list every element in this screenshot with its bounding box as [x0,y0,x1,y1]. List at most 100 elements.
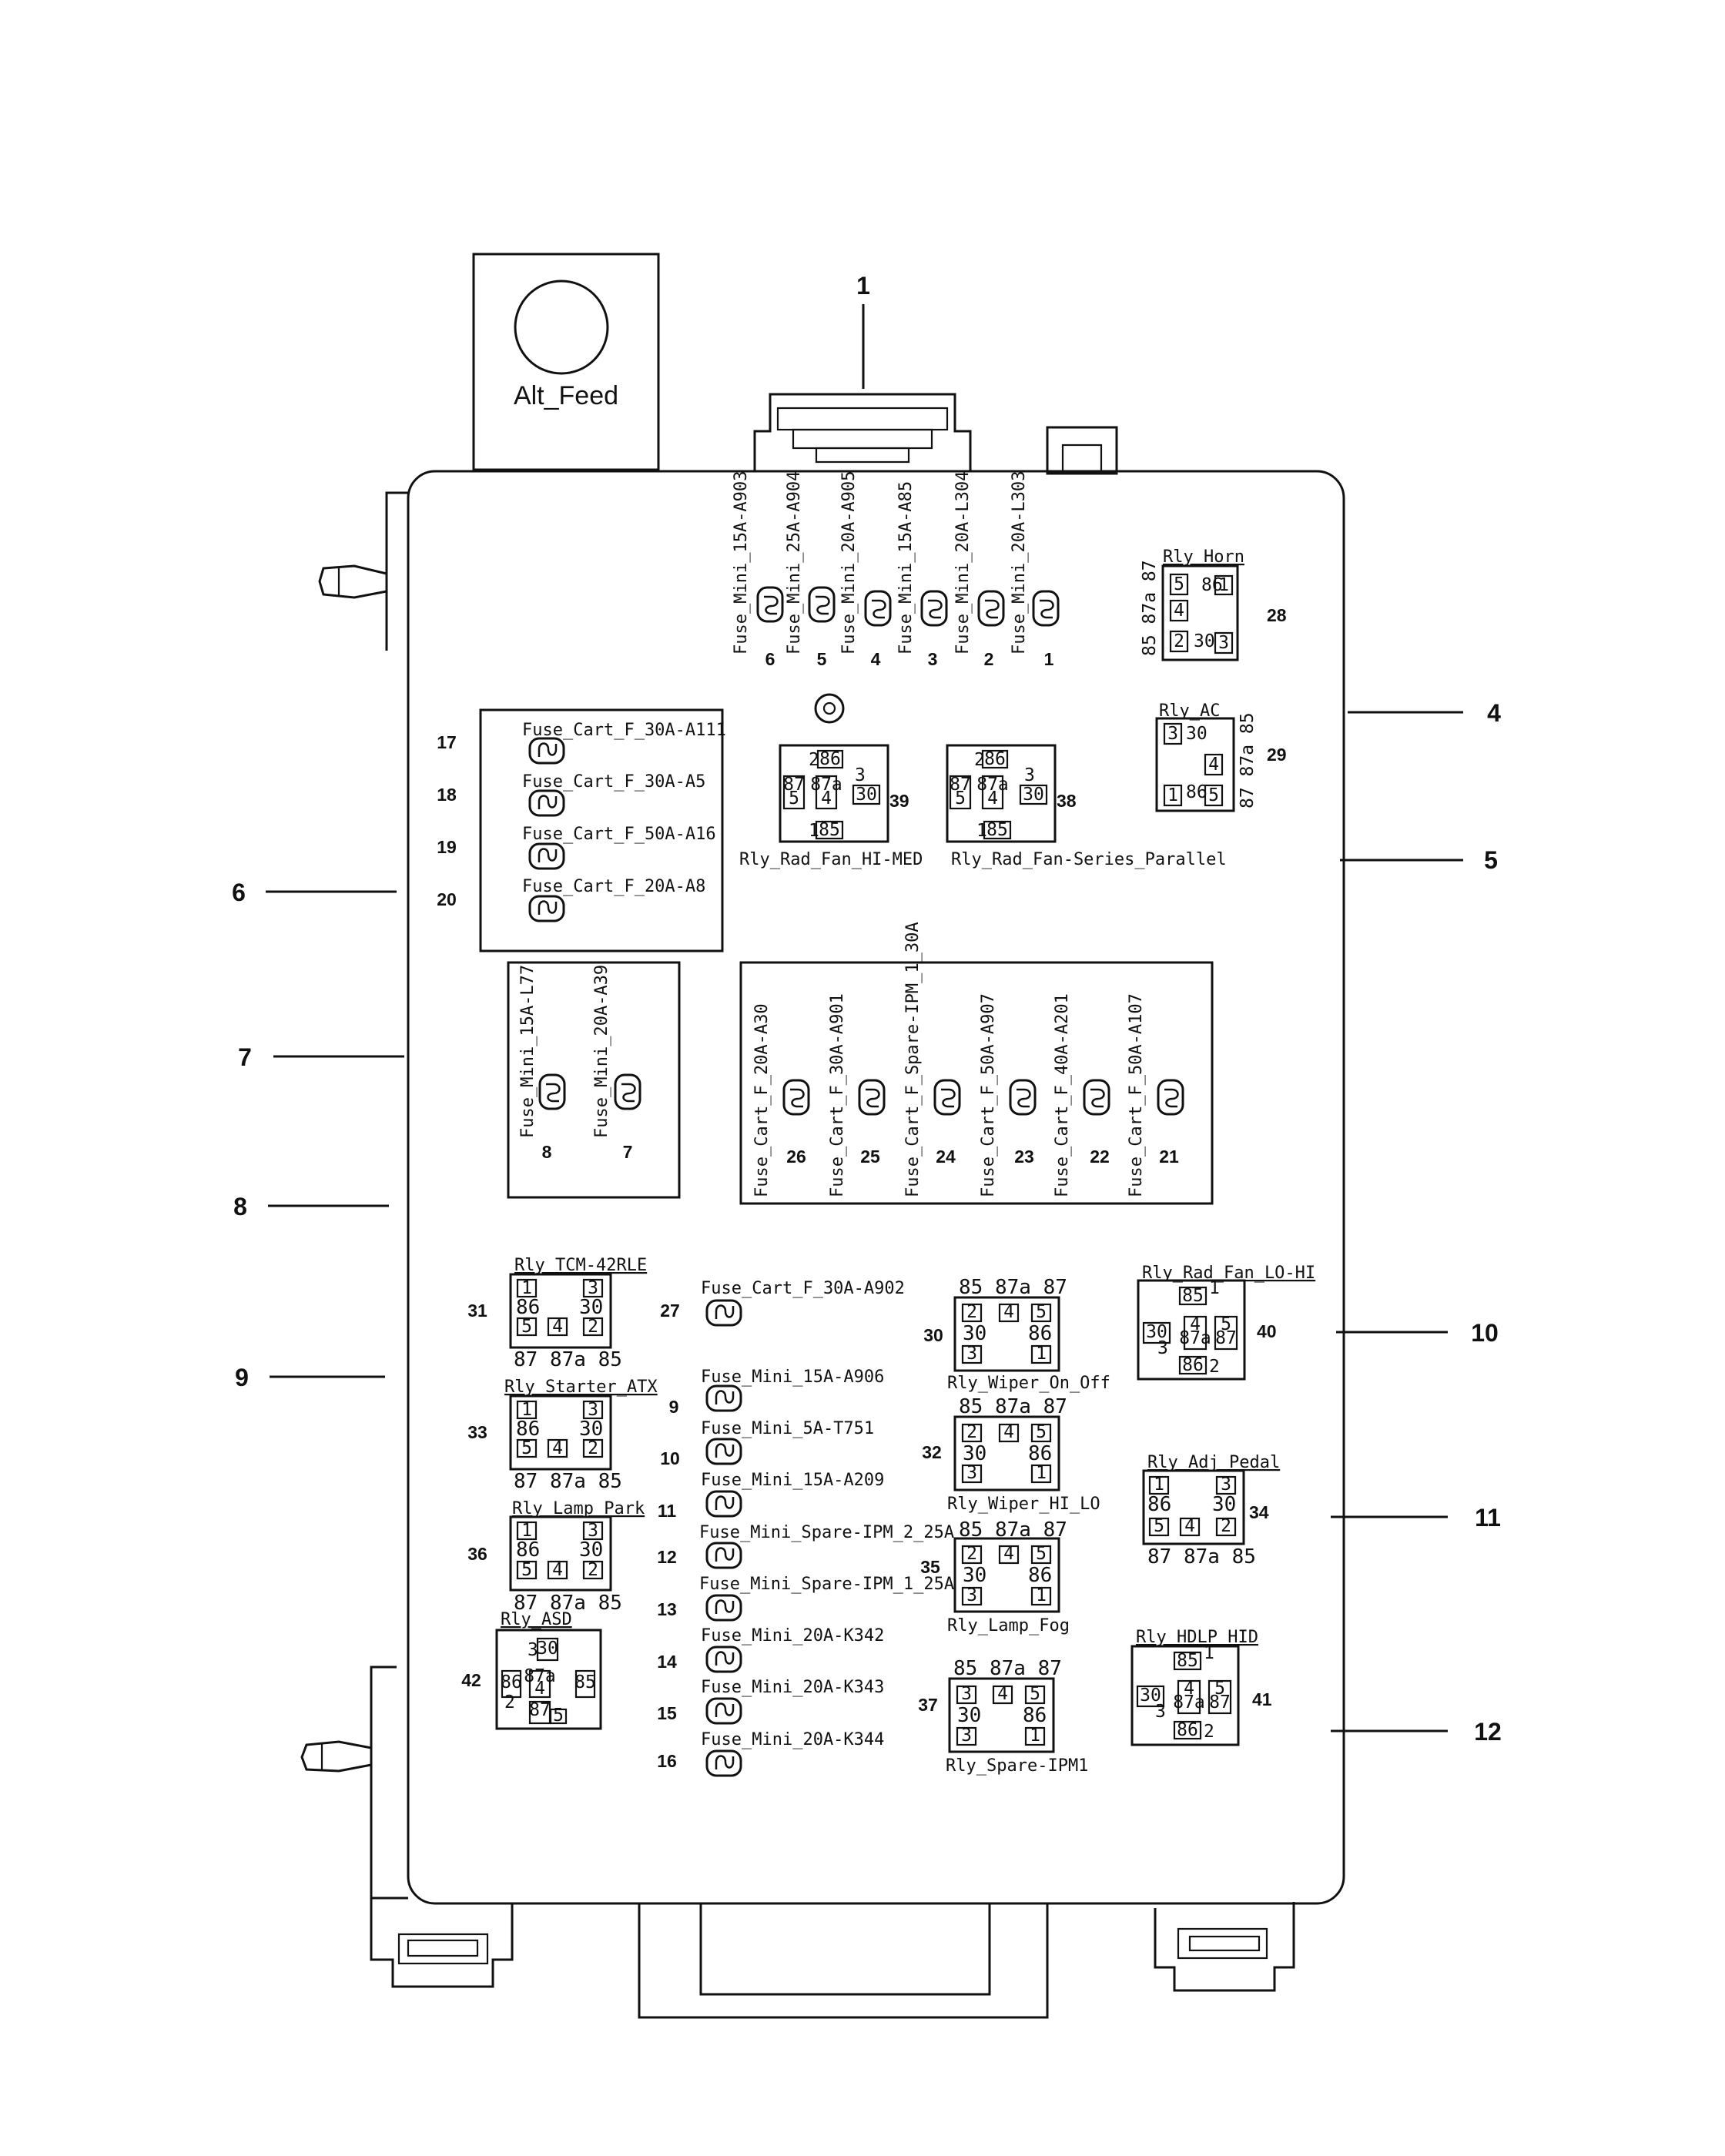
left-mount-clip-top [318,564,387,599]
svg-text:30: 30 [1186,724,1208,744]
svg-text:5: 5 [1030,1684,1040,1704]
fuse-label: Fuse_Mini_15A-A903 [732,471,751,654]
relay-pins: 87 87a 85 [1238,712,1258,808]
bottom-left-latch [370,1898,514,1988]
fuse-17[interactable]: Fuse_Cart_F_30A-A111 17 [437,721,726,765]
fuse-2[interactable]: Fuse_Mini_20A-L304 2 [953,471,1005,669]
svg-text:30: 30 [537,1639,558,1659]
fuse-18[interactable]: Fuse_Cart_F_30A-A5 18 [437,772,705,817]
fuse-number: 14 [657,1652,677,1672]
fuse-label: Fuse_Mini_20A-L303 [1010,471,1029,654]
svg-text:86: 86 [516,1296,540,1319]
relay-number: 30 [923,1325,943,1345]
fuse-10[interactable]: Fuse_Mini_5A-T751 10 [660,1419,874,1468]
svg-text:30: 30 [1023,785,1044,805]
svg-text:2: 2 [504,1692,515,1712]
svg-text:87: 87 [783,775,805,795]
svg-text:86: 86 [1147,1493,1171,1516]
fuse-13[interactable]: Fuse_Mini_Spare-IPM_1_25A 13 [657,1575,954,1622]
svg-text:87a: 87a [524,1666,556,1686]
cart-fuse-block-center: Fuse_Cart_F_20A-A30 26 Fuse_Cart_F_30A-A… [739,922,1214,1205]
svg-text:4: 4 [1003,1544,1014,1564]
svg-text:5: 5 [955,788,966,808]
fuse-26[interactable]: Fuse_Cart_F_20A-A30 26 [752,1003,810,1197]
fuse-24[interactable]: Fuse_Cart_F_Spare-IPM_1_30A 24 [903,922,961,1197]
fuse-number: 13 [657,1599,677,1619]
svg-text:30: 30 [1146,1322,1167,1342]
fuse-4[interactable]: Fuse_Mini_20A-A905 4 [839,471,892,669]
fuse-21[interactable]: Fuse_Cart_F_50A-A107 21 [1127,993,1184,1197]
svg-text:2: 2 [966,1422,977,1442]
relay-number: 35 [920,1557,940,1577]
relay-horn[interactable]: Rly_Horn 5 4 2 86 1 30 3 85 87a 87 28 [1140,547,1287,661]
fuse-15[interactable]: Fuse_Mini_20A-K343 15 [657,1678,884,1725]
relay-number: 40 [1257,1321,1277,1341]
fuse-9[interactable]: Fuse_Mini_15A-A906 9 [669,1368,885,1417]
fuse-12[interactable]: Fuse_Mini_Spare-IPM_2_25A 12 [657,1523,954,1569]
top-connector [753,393,972,471]
fuse-8[interactable]: Fuse_Mini_15A-L77 8 [518,965,566,1162]
fuse-label: Fuse_Cart_F_Spare-IPM_1_30A [903,922,923,1197]
svg-text:30: 30 [856,785,877,805]
alt-feed-terminal: Alt_Feed [472,253,660,471]
fuse-3[interactable]: Fuse_Mini_15A-A85 3 [896,481,948,669]
svg-text:30: 30 [963,1322,986,1345]
svg-text:1: 1 [1209,1278,1220,1298]
fuse-11[interactable]: Fuse_Mini_15A-A209 11 [658,1471,885,1521]
svg-text:30: 30 [579,1296,603,1319]
relay-label: Rly_HDLP_HID [1136,1628,1258,1647]
fuse-number: 6 [765,649,775,669]
svg-text:1: 1 [521,1278,532,1298]
relay-number: 36 [467,1544,487,1564]
fuse-22[interactable]: Fuse_Cart_F_40A-A201 22 [1053,993,1110,1197]
fuse-label: Fuse_Mini_20A-K344 [701,1730,884,1749]
fuse-label: Fuse_Mini_25A-A904 [785,471,804,654]
svg-text:86: 86 [1028,1442,1052,1465]
fuse-6[interactable]: Fuse_Mini_15A-A903 6 [732,471,784,669]
top-right-tab [1046,426,1118,475]
svg-text:86: 86 [1177,1720,1198,1740]
fuse-7[interactable]: Fuse_Mini_20A-A39 7 [592,965,641,1162]
relay-pins: 87 87a 85 [514,1592,622,1615]
fuse-number: 26 [786,1147,806,1167]
svg-text:3: 3 [1167,724,1178,744]
fuse-column: Fuse_Cart_F_30A-A902 27 Fuse_Mini_15A-A9… [657,1279,954,1777]
fuse-25[interactable]: Fuse_Cart_F_30A-A901 25 [828,993,886,1197]
fuse-20[interactable]: Fuse_Cart_F_20A-A8 20 [437,877,705,922]
svg-text:86: 86 [516,1418,540,1441]
fuse-label: Fuse_Mini_Spare-IPM_2_25A [699,1523,954,1542]
svg-text:87a: 87a [976,775,1009,795]
relay-ac[interactable]: Rly_AC 3 30 86 4 1 5 87 87a 85 29 [1155,701,1287,812]
fuse-16[interactable]: Fuse_Mini_20A-K344 16 [657,1730,884,1777]
fuse-23[interactable]: Fuse_Cart_F_50A-A907 23 [979,993,1037,1197]
svg-text:85: 85 [986,820,1008,840]
fuse-5[interactable]: Fuse_Mini_25A-A904 5 [785,471,836,669]
svg-text:87a: 87a [1179,1328,1211,1348]
fuse-27[interactable]: Fuse_Cart_F_30A-A902 27 [660,1279,905,1327]
svg-text:86: 86 [819,749,841,769]
relay-number: 32 [922,1442,942,1462]
fuse-14[interactable]: Fuse_Mini_20A-K342 14 [657,1626,884,1673]
svg-text:86: 86 [1186,782,1208,802]
fuse-1[interactable]: Fuse_Mini_20A-L303 1 [1010,471,1060,669]
fuse-19[interactable]: Fuse_Cart_F_50A-A16 19 [437,825,716,870]
fuse-label: Fuse_Cart_F_50A-A16 [522,825,716,844]
relay-number: 31 [467,1301,487,1321]
relay-pins: 85 87a 87 [959,1276,1067,1299]
relay-label: Rly_Starter_ATX [504,1378,658,1397]
svg-text:2: 2 [1209,1357,1220,1377]
fuse-number: 20 [437,889,457,909]
